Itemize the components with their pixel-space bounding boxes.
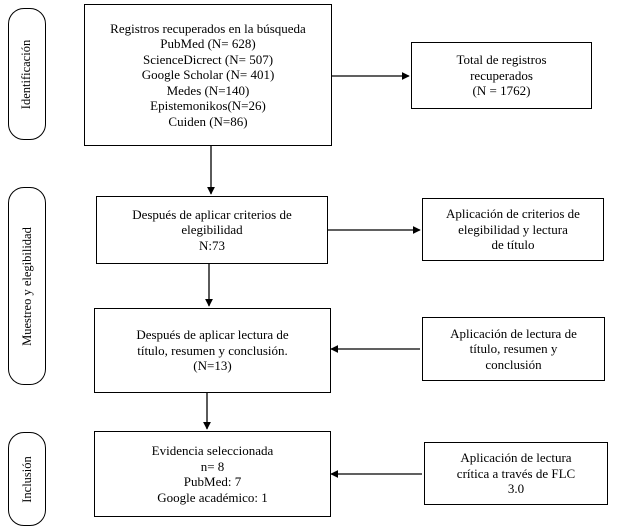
reading-side-box: Aplicación de lectura de título, resumen… [422,317,605,381]
eligibility-count: N:73 [199,237,225,253]
reading-count: (N=13) [193,358,232,374]
phase-inclusion: Inclusión [8,432,46,526]
eligibility-side-line-3: de título [491,237,535,253]
selected-google: Google académico: 1 [157,489,268,505]
records-sciencedirect: ScienceDicrect (N= 507) [142,51,274,67]
eligibility-side-line-1: Aplicación de criterios de [446,206,580,222]
critical-box: Aplicación de lectura crítica a través d… [424,442,608,505]
total-count: (N = 1762) [472,83,531,99]
records-epistemonikos: Epistemonikos(N=26) [150,98,266,114]
selected-pubmed: PubMed: 7 [183,474,242,489]
records-google-scholar: Google Scholar (N= 401) [141,67,275,83]
phase-inclusion-label: Inclusión [19,455,34,503]
reading-line-1: Después de aplicar lectura de [136,327,289,343]
critical-line-1: Aplicación de lectura [460,450,572,466]
reading-side-line-3: conclusión [485,356,542,372]
phase-identification-label: Identificación [19,39,34,109]
records-medes: Medes (N=140) [166,82,250,98]
critical-line-2: crítica a través de FLC [456,465,576,481]
records-pubmed: PubMed (N= 628) [160,36,256,52]
phase-identification: Identificación [8,8,46,140]
eligibility-line-2: elegibilidad [181,222,243,238]
records-title: Registros recuperados en la búsqueda [110,20,306,36]
selected-box: Evidencia seleccionada n= 8 PubMed: 7 Go… [94,431,331,517]
eligibility-side-box: Aplicación de criterios de elegibilidad … [422,198,604,261]
selected-title: Evidencia seleccionada [151,443,274,458]
reading-side-line-2: título, resumen y [469,341,558,357]
reading-box: Después de aplicar lectura de título, re… [94,308,331,393]
phase-screening-label: Muestreo y elegibilidad [19,226,34,346]
records-cuiden: Cuiden (N=86) [168,113,248,129]
reading-line-2: título, resumen y conclusión. [137,342,288,358]
phase-screening: Muestreo y elegibilidad [8,187,46,385]
eligibility-box: Después de aplicar criterios de elegibil… [96,196,328,264]
records-box: Registros recuperados en la búsqueda Pub… [84,4,332,146]
critical-line-3: 3.0 [507,481,525,497]
eligibility-line-1: Después de aplicar criterios de [132,206,292,222]
reading-side-line-1: Aplicación de lectura de [450,325,577,341]
total-box: Total de registros recuperados (N = 1762… [411,42,592,109]
eligibility-side-line-2: elegibilidad y lectura [458,221,568,237]
selected-count: n= 8 [200,458,225,474]
total-line-2: recuperados [470,67,533,83]
total-line-1: Total de registros [456,52,547,68]
